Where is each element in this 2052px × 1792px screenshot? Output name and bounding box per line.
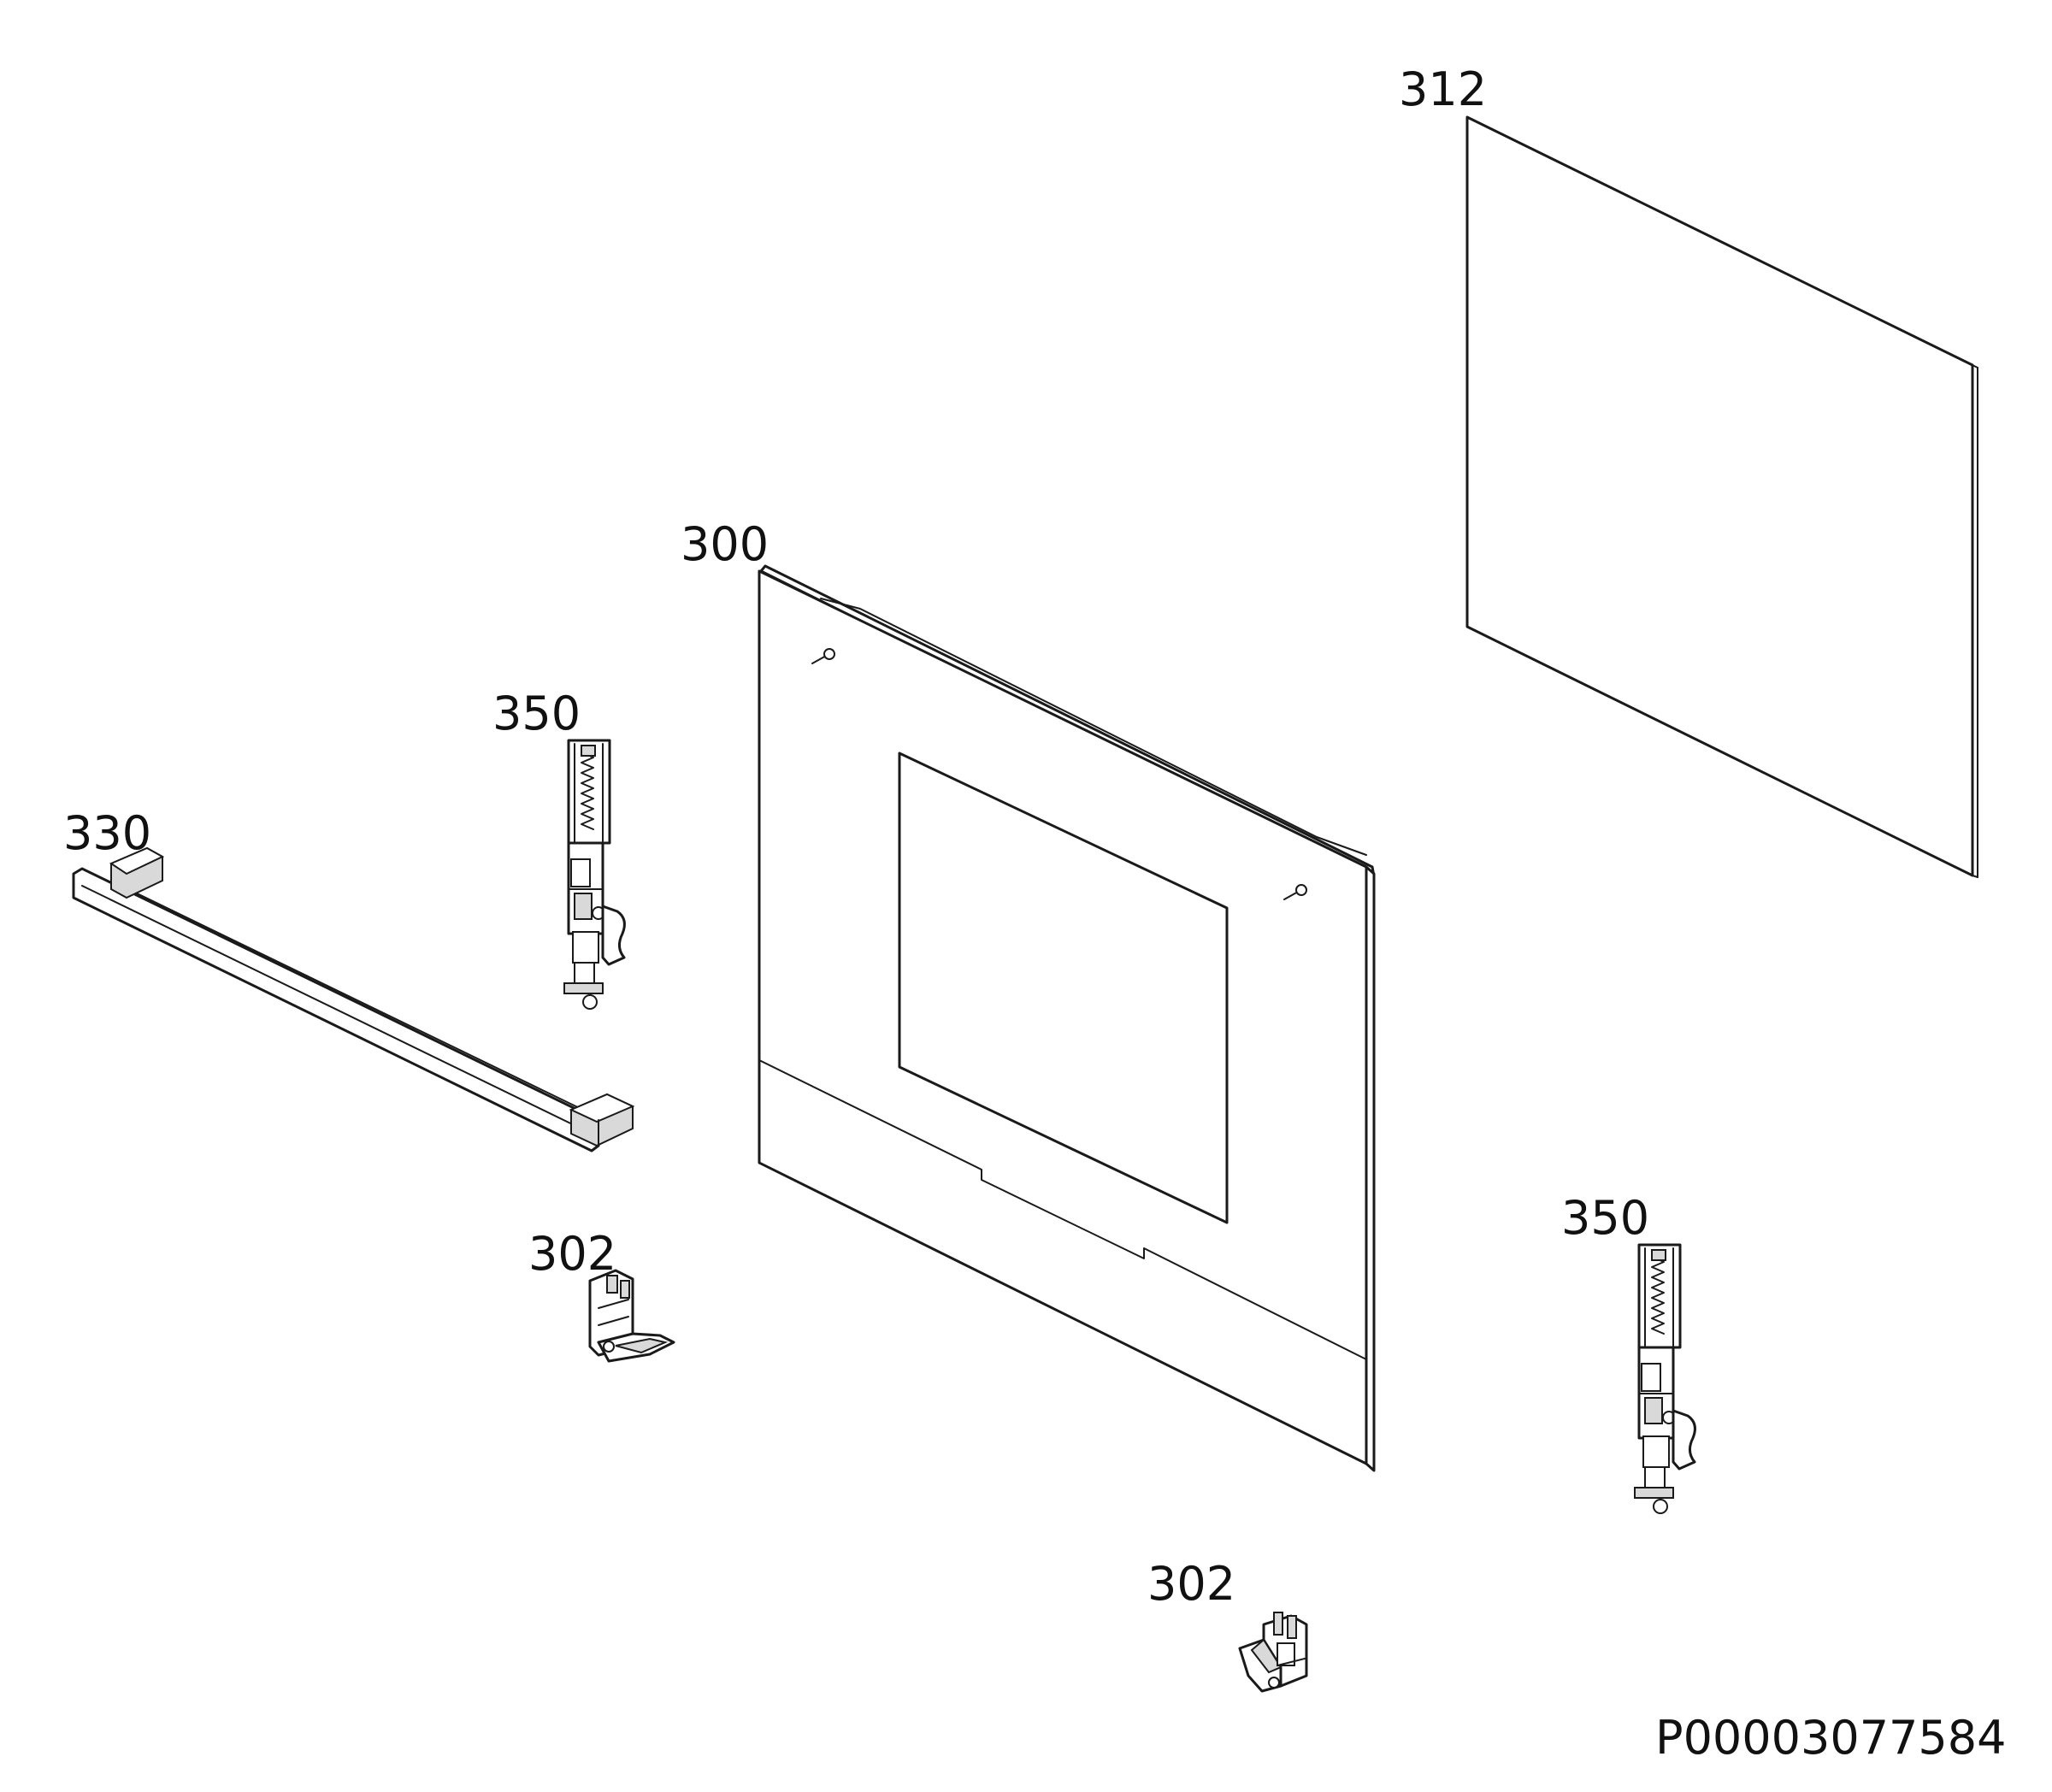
screw-icon — [1283, 884, 1307, 900]
document-id: P00003077584 — [1655, 1711, 2007, 1765]
part-label-302: 302 — [1147, 1557, 1236, 1611]
screw-icon — [811, 648, 835, 664]
part-label-350: 350 — [1561, 1191, 1650, 1245]
part-302-clip-bottom[interactable] — [1238, 1612, 1308, 1693]
part-300-door-panel[interactable] — [758, 564, 1376, 1472]
part-330-door-handle[interactable] — [72, 846, 635, 1152]
part-350-hinge-left[interactable] — [563, 739, 626, 1010]
part-302-clip-left[interactable] — [588, 1269, 675, 1363]
part-label-350: 350 — [492, 687, 581, 740]
part-label-300: 300 — [681, 517, 770, 571]
part-label-330: 330 — [63, 806, 152, 860]
part-label-302: 302 — [528, 1227, 617, 1281]
part-label-312: 312 — [1399, 62, 1488, 116]
part-350-hinge-right[interactable] — [1634, 1243, 1696, 1514]
part-312-glass-panel[interactable] — [1465, 115, 1978, 878]
